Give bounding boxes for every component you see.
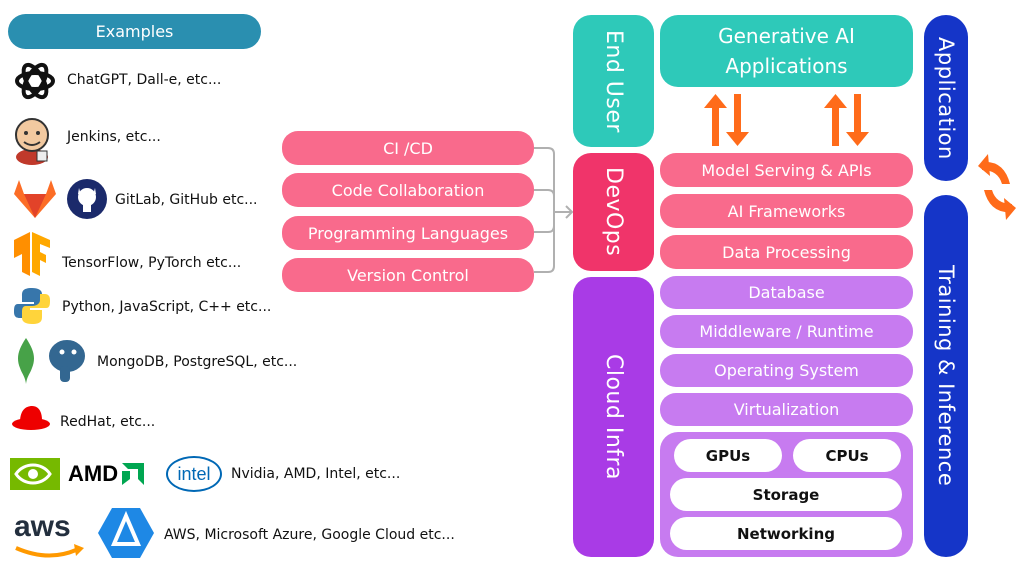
amd-arrow-icon xyxy=(122,463,145,485)
aws-smile-icon xyxy=(15,544,84,558)
postgresql-icon xyxy=(47,338,87,382)
cycle-arrows-icon xyxy=(978,154,1016,220)
redhat-icon xyxy=(12,406,50,430)
devops-tool-languages: Programming Languages xyxy=(282,216,534,250)
category-cloud-infra: Cloud Infra xyxy=(573,277,654,557)
category-devops-label: DevOps xyxy=(601,167,626,257)
devops-tool-cicd: CI /CD xyxy=(282,131,534,165)
aws-logo-text: aws xyxy=(14,510,71,543)
layer-middleware: Middleware / Runtime xyxy=(660,315,913,348)
jenkins-icon xyxy=(15,118,49,165)
intel-logo-text: intel xyxy=(177,463,211,484)
openai-icon xyxy=(15,62,55,100)
example-text-jenkins: Jenkins, etc... xyxy=(67,129,161,145)
phase-application: Application xyxy=(924,15,968,181)
up-down-arrow-icon-2 xyxy=(824,94,869,146)
python-icon xyxy=(14,288,50,324)
example-text-redhat: RedHat, etc... xyxy=(60,414,156,430)
category-end-user-label: End User xyxy=(601,29,626,133)
generative-ai-applications: Generative AI Applications xyxy=(660,15,913,87)
devops-tool-collaboration: Code Collaboration xyxy=(282,173,534,207)
gen-ai-line2: Applications xyxy=(725,54,848,78)
mongodb-icon xyxy=(18,338,34,384)
layer-virtualization: Virtualization xyxy=(660,393,913,426)
category-devops: DevOps xyxy=(573,153,654,271)
category-end-user: End User xyxy=(573,15,654,147)
intel-icon: intel xyxy=(166,456,222,492)
gitlab-icon xyxy=(14,180,56,218)
up-down-arrow-icon xyxy=(704,94,749,146)
example-text-git: GitLab, GitHub etc... xyxy=(115,192,258,208)
example-text-openai: ChatGPT, Dall-e, etc... xyxy=(67,72,222,88)
tensorflow-icon xyxy=(14,232,50,276)
example-text-databases: MongoDB, PostgreSQL, etc... xyxy=(97,354,298,370)
hardware-networking: Networking xyxy=(670,517,902,550)
example-text-hardware: Nvidia, AMD, Intel, etc... xyxy=(231,466,401,482)
hardware-storage: Storage xyxy=(670,478,902,511)
amd-icon: AMD xyxy=(68,461,146,487)
devops-tool-version-control: Version Control xyxy=(282,258,534,292)
hardware-cpus: CPUs xyxy=(793,439,901,472)
gen-ai-line1: Generative AI xyxy=(718,24,855,48)
amd-logo-text: AMD xyxy=(68,461,119,486)
aws-icon: aws xyxy=(12,510,86,560)
examples-header: Examples xyxy=(8,14,261,49)
devops-connector xyxy=(534,147,574,273)
hardware-gpus: GPUs xyxy=(674,439,782,472)
example-text-python: Python, JavaScript, C++ etc... xyxy=(62,299,272,315)
layer-database: Database xyxy=(660,276,913,309)
nvidia-icon xyxy=(10,458,60,490)
category-cloud-infra-label: Cloud Infra xyxy=(601,353,626,481)
layer-data-processing: Data Processing xyxy=(660,235,913,269)
layer-model-serving: Model Serving & APIs xyxy=(660,153,913,187)
layer-ai-frameworks: AI Frameworks xyxy=(660,194,913,228)
azure-icon xyxy=(98,508,154,558)
github-icon xyxy=(67,179,107,219)
phase-application-label: Application xyxy=(934,36,958,160)
example-text-cloud: AWS, Microsoft Azure, Google Cloud etc..… xyxy=(164,527,455,543)
phase-training-inference: Training & Inference xyxy=(924,195,968,557)
layer-operating-system: Operating System xyxy=(660,354,913,387)
phase-training-label: Training & Inference xyxy=(934,265,958,487)
example-text-tensorflow: TensorFlow, PyTorch etc... xyxy=(62,255,242,271)
